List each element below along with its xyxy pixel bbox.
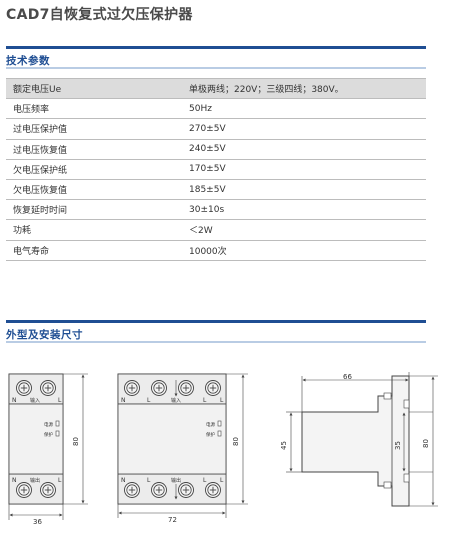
- right-inner-dim-label: 35: [394, 441, 402, 450]
- indicator-power-label: 电源: [44, 421, 53, 428]
- input-label: 输入: [171, 397, 181, 404]
- section-underline: [6, 341, 426, 343]
- terminal-label-n: N: [12, 397, 17, 404]
- width-dim-label: 72: [168, 516, 177, 524]
- spec-value: 单极两线；220V；三级四线；380V。: [162, 77, 426, 100]
- terminal-label: L: [203, 397, 207, 404]
- spec-name: 功耗: [6, 219, 162, 241]
- page-title: CAD7自恢复式过欠压保护器: [6, 7, 193, 23]
- section-header-specs: 技术参数: [6, 46, 426, 69]
- terminal-icon: [205, 482, 221, 498]
- side-view: 66 45 35 80: [280, 372, 438, 507]
- terminal-label: L: [203, 477, 207, 484]
- terminal-label: L: [220, 477, 224, 484]
- terminal-label: L: [147, 477, 151, 484]
- terminal-label-l: L: [58, 477, 62, 484]
- spec-value: 240±5V: [162, 139, 426, 160]
- spec-name: 电气寿命: [6, 240, 162, 261]
- spec-value: 185±5V: [162, 179, 426, 201]
- input-label: 输入: [30, 397, 40, 404]
- terminal-label: L: [220, 397, 224, 404]
- spec-name: 恢复延时时间: [6, 199, 162, 221]
- spec-name: 过电压保护值: [6, 118, 162, 140]
- indicator-protect-label: 保护: [206, 431, 215, 438]
- terminal-icon: [151, 482, 167, 498]
- height-dim-label: 80: [422, 439, 430, 448]
- spec-value: 10000次: [162, 240, 426, 261]
- spec-name: 欠电压恢复值: [6, 179, 162, 201]
- front-view-single: N L 输入 输出 N L 电源 保护 36 80: [8, 373, 88, 526]
- depth-dim-label: 66: [343, 373, 352, 381]
- indicator-protect-led: [55, 430, 60, 437]
- terminal-label: N: [121, 397, 126, 404]
- spec-name: 额定电压Ue: [6, 77, 162, 100]
- terminal-icon: [124, 380, 140, 396]
- terminal-icon: [40, 380, 56, 396]
- section-underline: [6, 67, 426, 69]
- width-dim-label: 36: [33, 518, 42, 526]
- terminal-icon: [16, 380, 32, 396]
- terminal-icon: [178, 482, 194, 498]
- terminal-label-n: N: [12, 477, 17, 484]
- terminal-icon: [205, 380, 221, 396]
- section-bar: [6, 46, 426, 49]
- spec-value: 50Hz: [162, 98, 426, 120]
- terminal-icon: [178, 380, 194, 396]
- indicator-protect-led: [217, 430, 222, 437]
- height-dim-label: 80: [72, 437, 80, 446]
- spec-value: ＜2W: [162, 219, 426, 241]
- section-bar: [6, 320, 426, 323]
- terminal-label-l: L: [58, 397, 62, 404]
- indicator-power-led: [55, 420, 60, 427]
- spec-name: 过电压恢复值: [6, 139, 162, 160]
- front-view-double: N L L L 输入 N L L L 输出 电源 保护 72 80: [117, 373, 248, 524]
- dimension-drawings: N L 输入 输出 N L 电源 保护 36 80 N L L L: [8, 372, 438, 526]
- terminal-icon: [124, 482, 140, 498]
- output-label: 输出: [30, 477, 40, 484]
- indicator-power-label: 电源: [206, 421, 215, 428]
- indicator-power-led: [217, 420, 222, 427]
- spec-name: 电压频率: [6, 98, 162, 120]
- output-label: 输出: [171, 477, 181, 484]
- height-dim-label: 80: [232, 437, 240, 446]
- indicator-protect-label: 保护: [44, 431, 53, 438]
- spec-value: 30±10s: [162, 199, 426, 221]
- table-row: 功耗＜2W: [6, 219, 426, 241]
- spec-value: 270±5V: [162, 118, 426, 140]
- left-dim-label: 45: [280, 441, 288, 450]
- terminal-label: L: [147, 397, 151, 404]
- spec-name: 欠电压保护纸: [6, 159, 162, 180]
- section-header-dimensions: 外型及安装尺寸: [6, 320, 426, 343]
- terminal-label: N: [121, 477, 126, 484]
- section-title-specs: 技术参数: [6, 55, 50, 67]
- terminal-icon: [16, 482, 32, 498]
- terminal-icon: [40, 482, 56, 498]
- terminal-icon: [151, 380, 167, 396]
- spec-value: 170±5V: [162, 159, 426, 180]
- section-title-dimensions: 外型及安装尺寸: [6, 329, 83, 341]
